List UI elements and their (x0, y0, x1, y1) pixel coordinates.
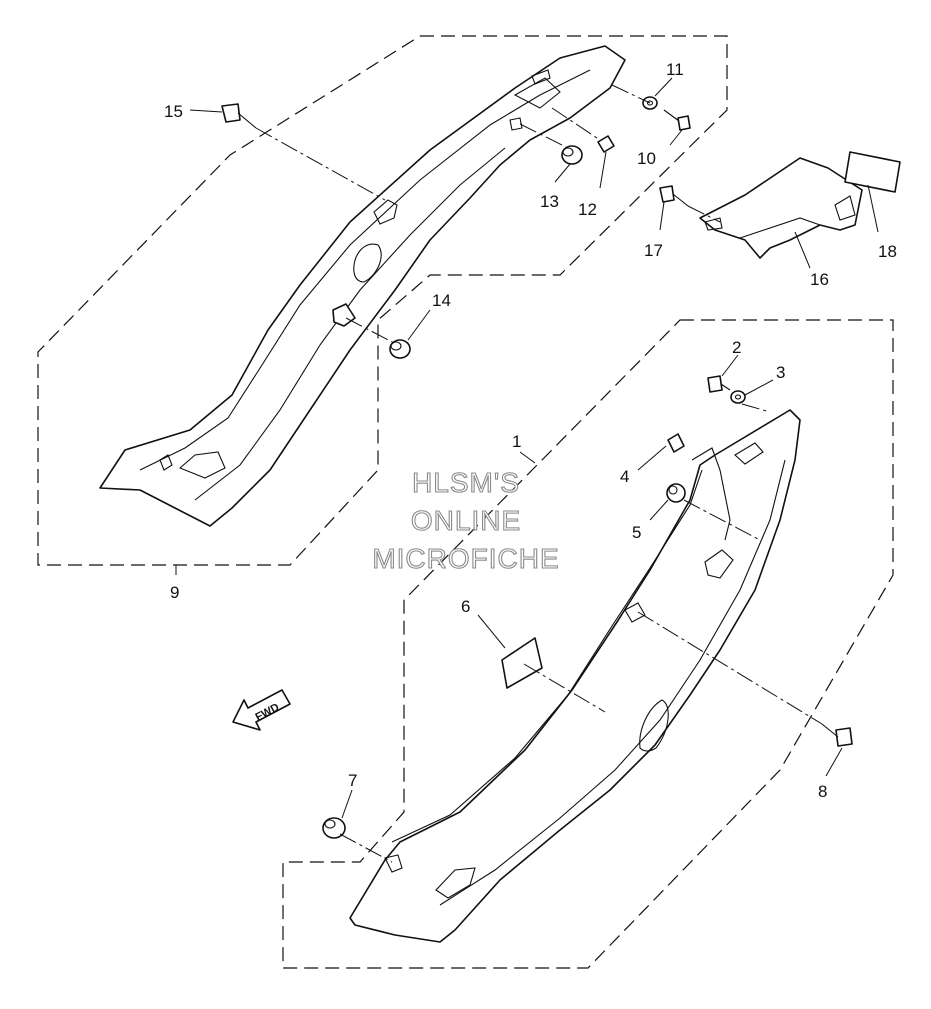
callout-6: 6 (461, 597, 470, 616)
callout-14: 14 (432, 291, 451, 310)
emblem-18 (844, 151, 901, 193)
watermark-line-2: ONLINE (411, 505, 521, 536)
callout-12: 12 (578, 200, 597, 219)
rear-cover (699, 157, 863, 259)
callout-16: 16 (810, 270, 829, 289)
callout-2: 2 (732, 338, 741, 357)
right-side-cover (349, 409, 801, 943)
callout-4: 4 (620, 467, 629, 486)
callout-1: 1 (512, 432, 521, 451)
leader-lines (175, 77, 879, 819)
callout-9: 9 (170, 583, 179, 602)
callout-15: 15 (164, 102, 183, 121)
alignment-lines (255, 84, 823, 863)
callout-numbers: 1 2 3 4 5 6 7 8 9 10 11 12 13 14 15 16 1… (164, 60, 897, 801)
callout-8: 8 (818, 782, 827, 801)
fwd-arrow: FWD (232, 689, 291, 731)
callout-5: 5 (632, 523, 641, 542)
group-1-boundary (282, 319, 894, 969)
watermark-line-3: MICROFICHE (372, 543, 559, 574)
label-6 (501, 637, 543, 689)
callout-18: 18 (878, 242, 897, 261)
group-9-boundary (37, 35, 728, 566)
fasteners (221, 96, 853, 839)
callout-7: 7 (348, 771, 357, 790)
callout-11: 11 (666, 60, 684, 79)
watermark: HLSM'S ONLINE MICROFICHE (372, 466, 559, 574)
callout-10: 10 (637, 149, 656, 168)
callout-13: 13 (540, 192, 559, 211)
callout-3: 3 (776, 363, 785, 382)
callout-17: 17 (644, 241, 663, 260)
watermark-line-1: HLSM'S (412, 467, 520, 498)
